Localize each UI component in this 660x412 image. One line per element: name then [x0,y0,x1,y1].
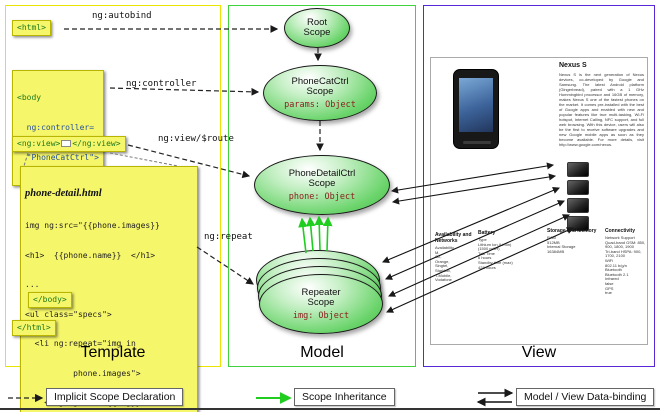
code-line: phone.images"> [25,368,141,378]
product-title: Nexus S [559,62,587,69]
code-line: img ng:src="{{phone.images}} [25,221,160,230]
html-close-tag-box: </html> [12,320,56,336]
ng-view-placeholder-rect-icon [61,140,72,147]
template-panel-title: Template [80,344,146,361]
phone-key [463,141,491,144]
phonecatctrl-scope-label: PhoneCatCtrl Scope [291,75,349,97]
code-line: <h1> {{phone.name}} </h1> [25,250,156,260]
spec-header: Availability and Networks [435,232,472,244]
spec-body: Availability M, O2, Orange, Singtel, Sta… [435,245,454,283]
model-panel-title: Model [300,344,344,361]
controller-name-line: "PhoneCatCtrl"> [17,153,99,162]
legend-implicit-scope-declaration: Implicit Scope Declaration [46,388,184,406]
spec-section-storage: Storage and Memory RAM 512MB Internal St… [547,228,603,254]
ng-view-tag-box: <ng:view> </ng:view> [12,136,126,152]
body-close-tag-box: </body> [28,292,72,308]
ng-view-close-tag: </ng:view> [72,139,121,148]
code-line: <li ng:repeat="img in [25,339,136,348]
phone-thumbnail [567,162,589,177]
ng-autobind-label: ng:autobind [92,11,152,21]
spec-header: Connectivity [605,228,636,234]
code-line: <ul class="specs"> [25,309,112,319]
view-panel-title: View [521,344,557,361]
repeater-scope-ellipse: Repeater Scope img: Object [259,274,383,334]
spec-header: Battery [478,230,496,236]
phone-thumbnail [567,180,589,195]
ng-view-route-label: ng:view/$route [158,134,234,144]
repeater-scope-prop: img: Object [292,310,350,321]
spec-header: Storage and Memory [547,228,597,234]
ng-controller-attr-line: ng:controller= [17,123,95,132]
phonedetailctrl-scope-ellipse: PhoneDetailCtrl Scope phone: Object [254,155,390,215]
legend-model-view-data-binding: Model / View Data-binding [516,388,655,406]
phone-screen [459,78,493,132]
phone-detail-template-box: phone-detail.html img ng:src="{{phone.im… [20,166,198,412]
legend-double-arrow-icon [476,388,514,407]
phonedetailctrl-scope-prop: phone: Object [288,191,356,202]
body-tag-line: <body [17,93,42,102]
root-scope-label: Root Scope [303,16,331,38]
phonecatctrl-scope-prop: params: Object [284,99,356,110]
root-scope-ellipse: Root Scope [284,8,350,48]
phonedetailctrl-scope-label: PhoneDetailCtrl Scope [288,167,356,189]
phonecatctrl-scope-ellipse: PhoneCatCtrl Scope params: Object [263,65,377,121]
ng-controller-label: ng:controller [126,79,197,89]
phone-image [453,69,499,149]
bottom-divider [0,408,660,410]
phone-detail-page: Nexus S Nexus S is the next generation o… [430,57,648,345]
spec-section-battery: Battery Type Lithium Ion (Li-Ion) (1500 … [478,230,542,270]
code-line: ... [25,280,40,289]
ng-repeat-label: ng:repeat [204,232,253,242]
spec-section-connectivity: Connectivity Network Support Quad-band G… [605,228,647,296]
spec-body: RAM 512MB Internal Storage 16384MB [547,235,576,254]
html-open-tag-box: <html> [12,20,51,36]
legend-scope-inheritance: Scope Inheritance [294,388,395,406]
repeater-scope-label: Repeater Scope [301,286,341,308]
spec-body: Network Support Quad-band GSM: 850, 900,… [605,235,646,296]
phone-thumbnail [567,198,589,213]
phone-detail-filename: phone-detail.html [25,188,102,199]
product-description: Nexus S is the next generation of Nexus … [559,72,644,147]
spec-body: Type Lithium Ion (Li-Ion) (1500 mAH) Tal… [478,237,513,270]
ng-view-open-tag: <ng:view> [17,139,61,148]
spec-section-availability: Availability and Networks Availability M… [435,232,475,283]
